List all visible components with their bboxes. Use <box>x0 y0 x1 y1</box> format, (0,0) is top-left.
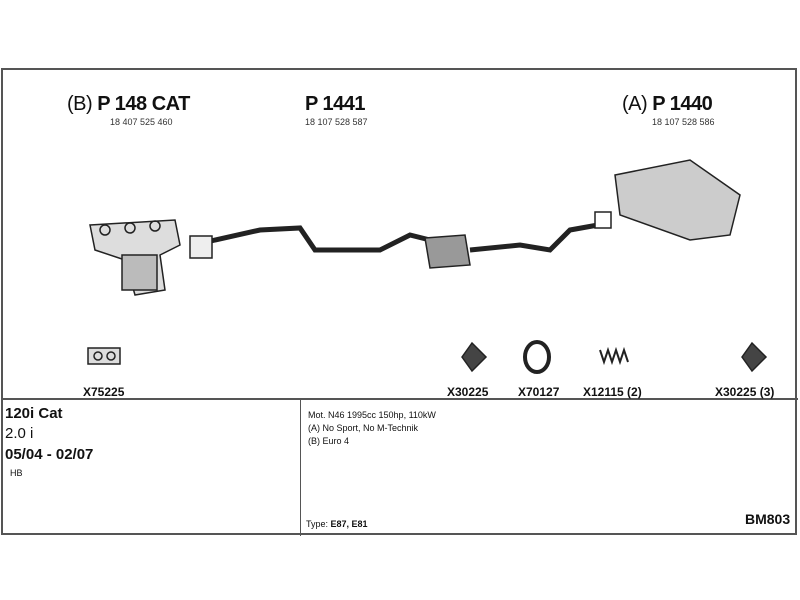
ring-icon <box>523 340 551 374</box>
note: (A) No Sport, No M-Technik <box>308 423 419 433</box>
vehicle-engine: 2.0 i <box>5 425 34 442</box>
part-number: 18 107 528 587 <box>305 117 368 127</box>
exhaust-drawing <box>87 159 768 374</box>
divider <box>300 399 301 536</box>
manifold-catalyst-icon <box>89 219 181 296</box>
vehicle-years: 05/04 - 02/07 <box>5 446 94 463</box>
part-number: 18 107 528 586 <box>652 117 715 127</box>
center-silencer-icon <box>424 222 599 269</box>
fitting-label: X75225 <box>83 385 125 399</box>
fitting-label: X12115 (2) <box>583 385 642 399</box>
fitting-label: X30225 <box>447 385 489 399</box>
divider <box>1 398 798 400</box>
fitting-label: X30225 (3) <box>715 385 775 399</box>
part-title: P 1441 <box>305 93 366 115</box>
rubber-mount-icon <box>461 341 488 373</box>
gasket-icon <box>87 347 121 365</box>
vehicle-model: 120i Cat <box>5 405 63 422</box>
vehicle-body: HB <box>10 468 23 478</box>
note: Mot. N46 1995cc 150hp, 110kW <box>308 410 436 420</box>
part-number: 18 407 525 460 <box>110 117 173 127</box>
note: (B) Euro 4 <box>308 436 350 446</box>
type-info: Type: E87, E81 <box>306 519 368 529</box>
diagram-frame <box>1 68 797 535</box>
part-title-a: (A) P 1440 <box>622 93 713 115</box>
spring-icon <box>599 346 629 366</box>
part-title-b: (B) P 148 CAT <box>67 93 190 115</box>
front-pipe-icon <box>189 225 431 259</box>
rubber-mount-icon <box>741 341 768 373</box>
rear-silencer-icon <box>594 159 741 241</box>
diagram-code: BM803 <box>745 511 791 527</box>
notes: Mot. N46 1995cc 150hp, 110kW (A) No Spor… <box>308 409 436 448</box>
fitting-label: X70127 <box>518 385 560 399</box>
